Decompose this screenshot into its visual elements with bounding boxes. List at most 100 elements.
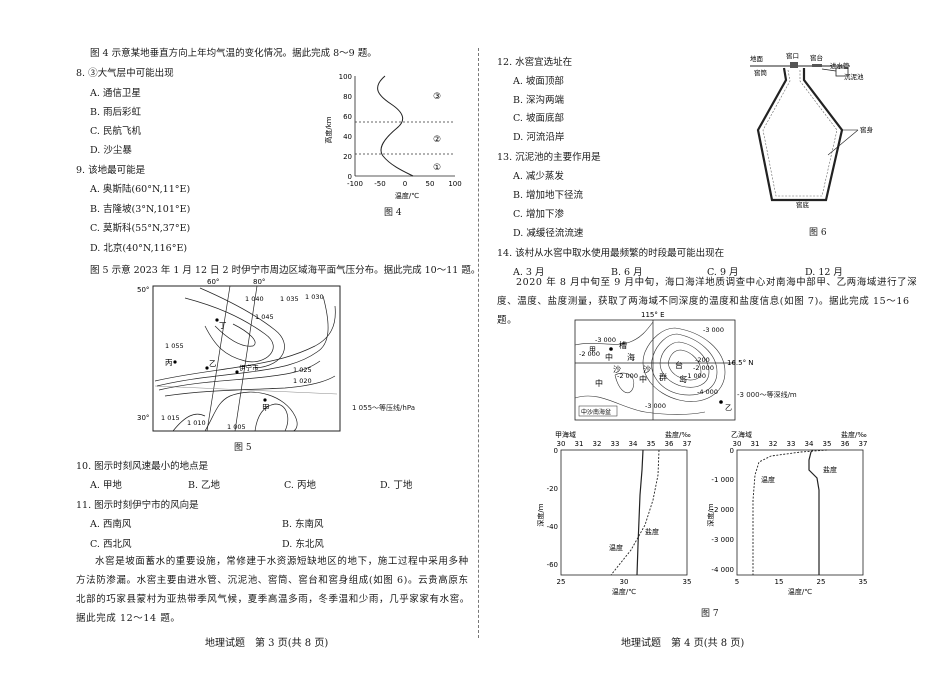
q13-option-c: C. 增加下渗 [513,209,564,220]
fig5-city-yining: 伊宁市 [239,363,259,372]
svg-text:25: 25 [557,578,566,586]
fig5-intro: 图 5 示意 2023 年 1 月 12 日 2 时伊宁市周边区域海平面气压分布… [90,265,481,276]
svg-text:-20: -20 [547,485,558,493]
fig4-layer-1: ① [433,163,441,173]
fig4-caption: 图 4 [384,208,402,218]
svg-text:35: 35 [647,440,656,448]
fig5-isobar-label: 1 035 [280,295,299,303]
fig6-water-cellar-diagram: 地面 窖口 窖台 进水管 窖筒 沉泥池 窖身 窖底 [750,51,874,209]
fig7-yi-title: 乙海域 [731,430,752,439]
q10-option-b: B. 乙地 [188,480,221,491]
q14-option-c: C. 9 月 [707,267,739,278]
q9-option-b: B. 吉隆坡(3°N,101°E) [90,204,191,215]
fig5-isobar-label: 1 040 [245,295,264,303]
page-divider [478,48,479,638]
fig7-jia-salinity-unit: 盐度/‰ [665,430,691,439]
fig6-label-mouth: 窖口 [786,51,799,60]
svg-text:5: 5 [735,578,739,586]
svg-text:15: 15 [775,578,784,586]
fig7-jia-title: 甲海域 [555,430,576,439]
fig7-place-char: 中 [639,374,647,384]
fig4-xtick: -100 [347,180,363,188]
fig4-ytick: 100 [339,73,352,81]
fig7-depth-label: -200 [695,356,710,364]
fig5-isobar-label: 1 010 [187,419,206,427]
q13-option-b: B. 增加地下径流 [513,190,584,201]
fig7-depth-label: -3 000 [645,402,666,410]
q8-stem: 8. ③大气层中可能出现 [76,68,174,79]
fig7-place-char: 槽 [619,340,627,350]
fig7-depth-label: -1 000 [685,372,706,380]
fig7-place-char: 岛 [679,374,687,384]
q10-option-c: C. 丙地 [284,480,316,491]
q9-option-d: D. 北京(40°N,116°E) [90,243,188,254]
fig5-isobar-label: 1 045 [255,313,274,321]
fig5-isobar-label: 1 055 [165,342,184,350]
q14-option-b: B. 6 月 [611,267,643,278]
fig4-ytick: 40 [343,133,352,141]
fig4-intro: 图 4 示意某地垂直方向上年均气温的变化情况。据此完成 8～9 题。 [90,48,377,59]
svg-text:-4 000: -4 000 [711,566,734,574]
svg-text:30: 30 [733,440,742,448]
svg-text:31: 31 [751,440,760,448]
svg-text:-60: -60 [547,561,558,569]
fig7-yi-ylabel: 深度/m [706,503,715,526]
fig4-layer-3: ③ [433,92,441,102]
q8-option-b: B. 雨后彩虹 [90,107,142,118]
svg-text:34: 34 [805,440,814,448]
fig5-lon-80: 80° [253,278,265,286]
q12-option-b: B. 深沟两端 [513,95,565,106]
fig6-label-bottom: 窖底 [796,200,810,209]
fig5-isobar-label: 1 015 [161,414,180,422]
fig4-xtick: 50 [426,180,435,188]
fig6-label-shaft: 窖筒 [754,68,768,77]
fig5-isobar-label: 1 025 [293,366,312,374]
fig7-lat-label: 16.5° N [727,359,754,367]
fig7-depth-label: -2 000 [617,372,638,380]
svg-text:35: 35 [859,578,868,586]
q9-option-c: C. 莫斯科(55°N,37°E) [90,223,191,234]
fig7-jia-temp-unit: 温度/℃ [612,587,636,596]
footer-page-3: 地理试题 第 3 页(共 8 页) [205,638,329,649]
fig4-layer-2: ② [433,135,441,145]
q14-option-a: A. 3 月 [513,267,545,278]
fig5-point-yi: 乙 [209,359,217,368]
fig7-yi-temp-series-label: 温度 [761,475,775,484]
fig7-depth-label: -2 000 [693,364,714,372]
svg-text:30: 30 [557,440,566,448]
q9-stem: 9. 该地最可能是 [76,165,146,176]
fig5-point-ding: 丁 [219,321,227,330]
svg-text:30: 30 [620,578,629,586]
q11-option-a: A. 西南风 [90,519,132,530]
fig5-point-jia: 甲 [262,403,270,412]
q8-option-c: C. 民航飞机 [90,126,141,137]
fig7-place-char: 中 [595,378,603,388]
para-12-14: 水窖是坡面蓄水的重要设施，常修建于水资源短缺地区的地下，施工过程中采用多种方法防… [76,556,470,624]
fig7-yi-temp-unit: 温度/℃ [788,587,812,596]
fig7-place-char: 沙 [613,365,621,374]
q13-option-d: D. 减缓径流流速 [513,228,584,239]
fig7-depth-label: -3 000 [595,336,616,344]
fig4-xtick: -50 [374,180,385,188]
fig7-point-yi: 乙 [725,404,732,412]
fig7-point-jia: 甲 [589,346,596,354]
fig7-place-char: 中 [605,352,613,362]
q13-stem: 13. 沉泥池的主要作用是 [497,152,601,163]
q14-option-d: D. 12 月 [805,267,843,278]
q11-option-d: D. 东北风 [282,539,324,550]
svg-text:33: 33 [787,440,796,448]
footer-page-4: 地理试题 第 4 页(共 8 页) [621,638,745,649]
svg-text:25: 25 [817,578,826,586]
svg-text:0: 0 [554,447,558,455]
fig4-ytick: 60 [343,113,352,121]
svg-text:0: 0 [730,447,734,455]
para-15-16: 2020 年 8 月中旬至 9 月中旬，海口海洋地质调查中心对南海中部甲、乙两海… [497,277,918,326]
svg-text:36: 36 [665,440,674,448]
q10-option-d: D. 丁地 [380,480,413,491]
q8-option-d: D. 沙尘暴 [90,145,132,156]
right-page: 12. 水窖宜选址在 A. 坡面顶部 B. 深沟两端 C. 坡面底部 D. 河流… [475,0,950,673]
fig7-yi-salinity-unit: 盐度/‰ [841,430,867,439]
fig7-place-char: 群 [659,372,667,382]
fig4-ytick: 20 [343,153,352,161]
fig4-ytick: 80 [343,93,352,101]
